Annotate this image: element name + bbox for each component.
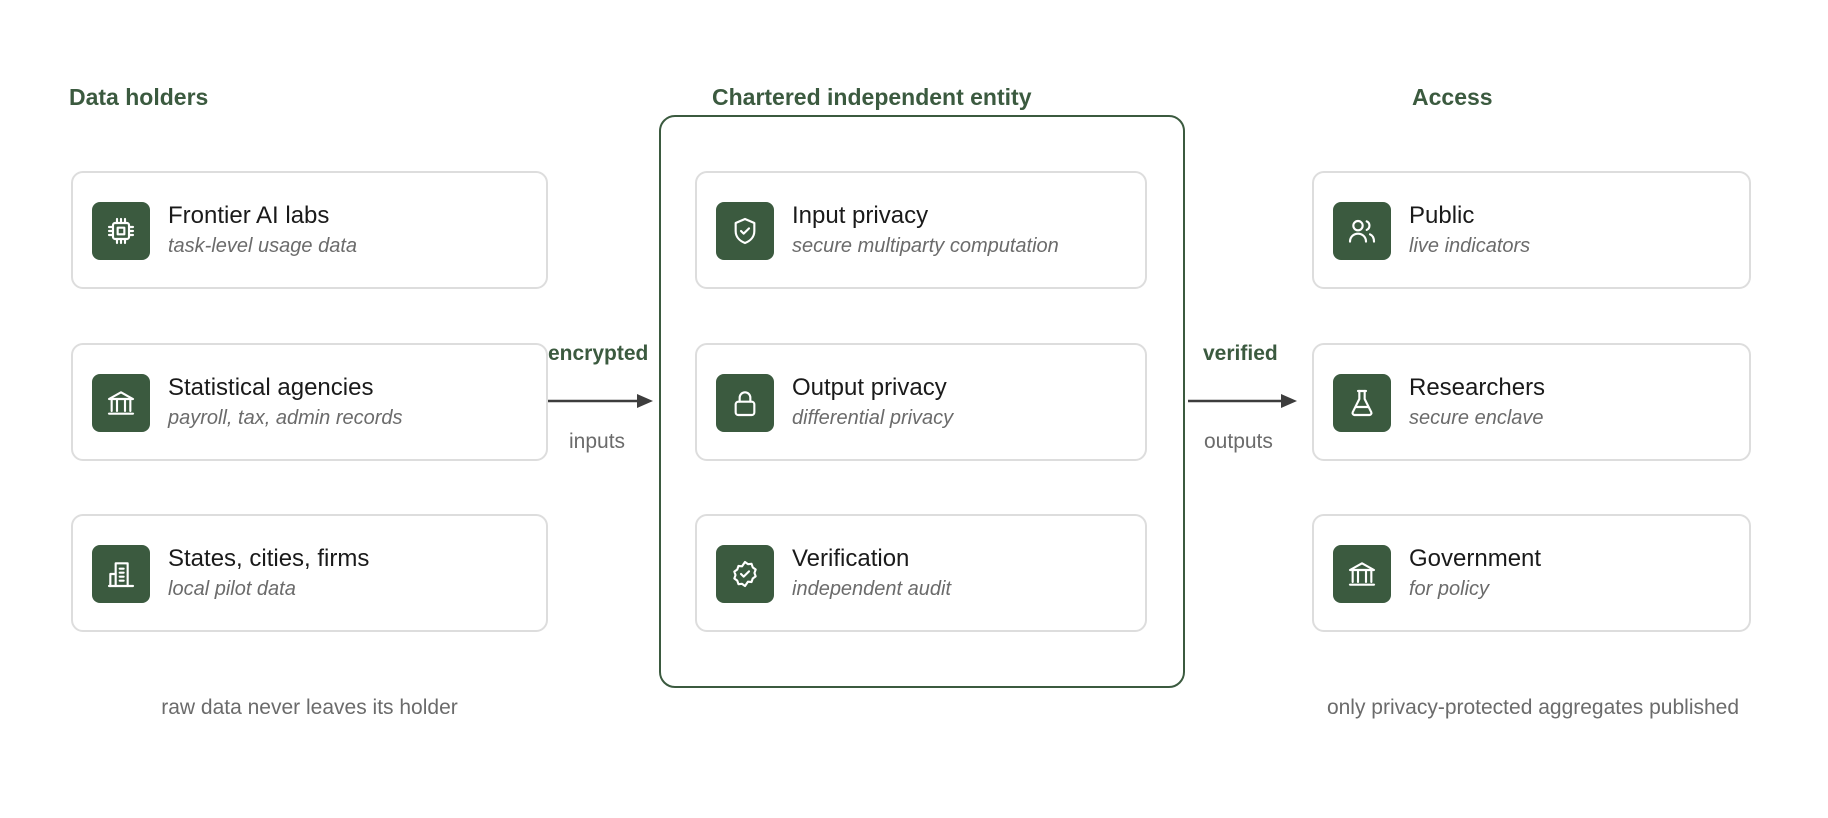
holder-card-states-cities-firms: States, cities, firms local pilot data xyxy=(71,514,548,632)
chip-icon xyxy=(92,202,150,260)
chartered-entity-box xyxy=(659,115,1185,688)
entity-card-input-privacy: Input privacy secure multiparty computat… xyxy=(695,171,1147,289)
buildings-icon xyxy=(92,545,150,603)
card-subtitle: task-level usage data xyxy=(168,235,358,257)
card-subtitle: local pilot data xyxy=(168,578,296,600)
card-subtitle: independent audit xyxy=(792,578,952,600)
users-icon xyxy=(1333,202,1391,260)
shield-check-icon xyxy=(716,202,774,260)
card-subtitle: secure multiparty computation xyxy=(792,235,1059,257)
encrypted-label: encrypted xyxy=(548,342,649,365)
verified-label: verified xyxy=(1203,342,1278,365)
lock-icon xyxy=(716,374,774,432)
access-column-title: Access xyxy=(1412,84,1493,110)
card-title: Output privacy xyxy=(792,374,947,401)
holder-card-statistical-agencies: Statistical agencies payroll, tax, admin… xyxy=(71,343,548,461)
card-subtitle: live indicators xyxy=(1409,235,1531,257)
card-title: States, cities, firms xyxy=(168,545,370,572)
flask-icon xyxy=(1333,374,1391,432)
entity-column-title: Chartered independent entity xyxy=(712,84,1032,110)
card-subtitle: secure enclave xyxy=(1409,407,1544,429)
card-subtitle: for policy xyxy=(1409,578,1490,600)
inputs-label: inputs xyxy=(569,430,626,453)
access-footnote: only privacy-protected aggregates publis… xyxy=(1326,696,1740,719)
bank-icon xyxy=(1333,545,1391,603)
card-title: Researchers xyxy=(1409,374,1546,401)
card-title: Government xyxy=(1409,545,1542,572)
entity-card-output-privacy: Output privacy differential privacy xyxy=(695,343,1147,461)
card-subtitle: payroll, tax, admin records xyxy=(168,407,403,429)
entity-card-verification: Verification independent audit xyxy=(695,514,1147,632)
holders-column-title: Data holders xyxy=(69,84,209,110)
card-title: Statistical agencies xyxy=(168,374,374,401)
access-card-government: Government for policy xyxy=(1312,514,1751,632)
bank-icon xyxy=(92,374,150,432)
output-arrow xyxy=(1188,394,1297,408)
holder-card-frontier-ai-labs: Frontier AI labs task-level usage data xyxy=(71,171,548,289)
card-title: Input privacy xyxy=(792,202,929,229)
card-title: Public xyxy=(1409,202,1475,229)
card-title: Verification xyxy=(792,545,910,572)
holders-footnote: raw data never leaves its holder xyxy=(161,696,458,719)
access-card-researchers: Researchers secure enclave xyxy=(1312,343,1751,461)
card-subtitle: differential privacy xyxy=(792,407,954,429)
badge-check-icon xyxy=(716,545,774,603)
input-arrow xyxy=(548,394,653,408)
access-card-public: Public live indicators xyxy=(1312,171,1751,289)
card-title: Frontier AI labs xyxy=(168,202,330,229)
outputs-label: outputs xyxy=(1204,430,1273,453)
